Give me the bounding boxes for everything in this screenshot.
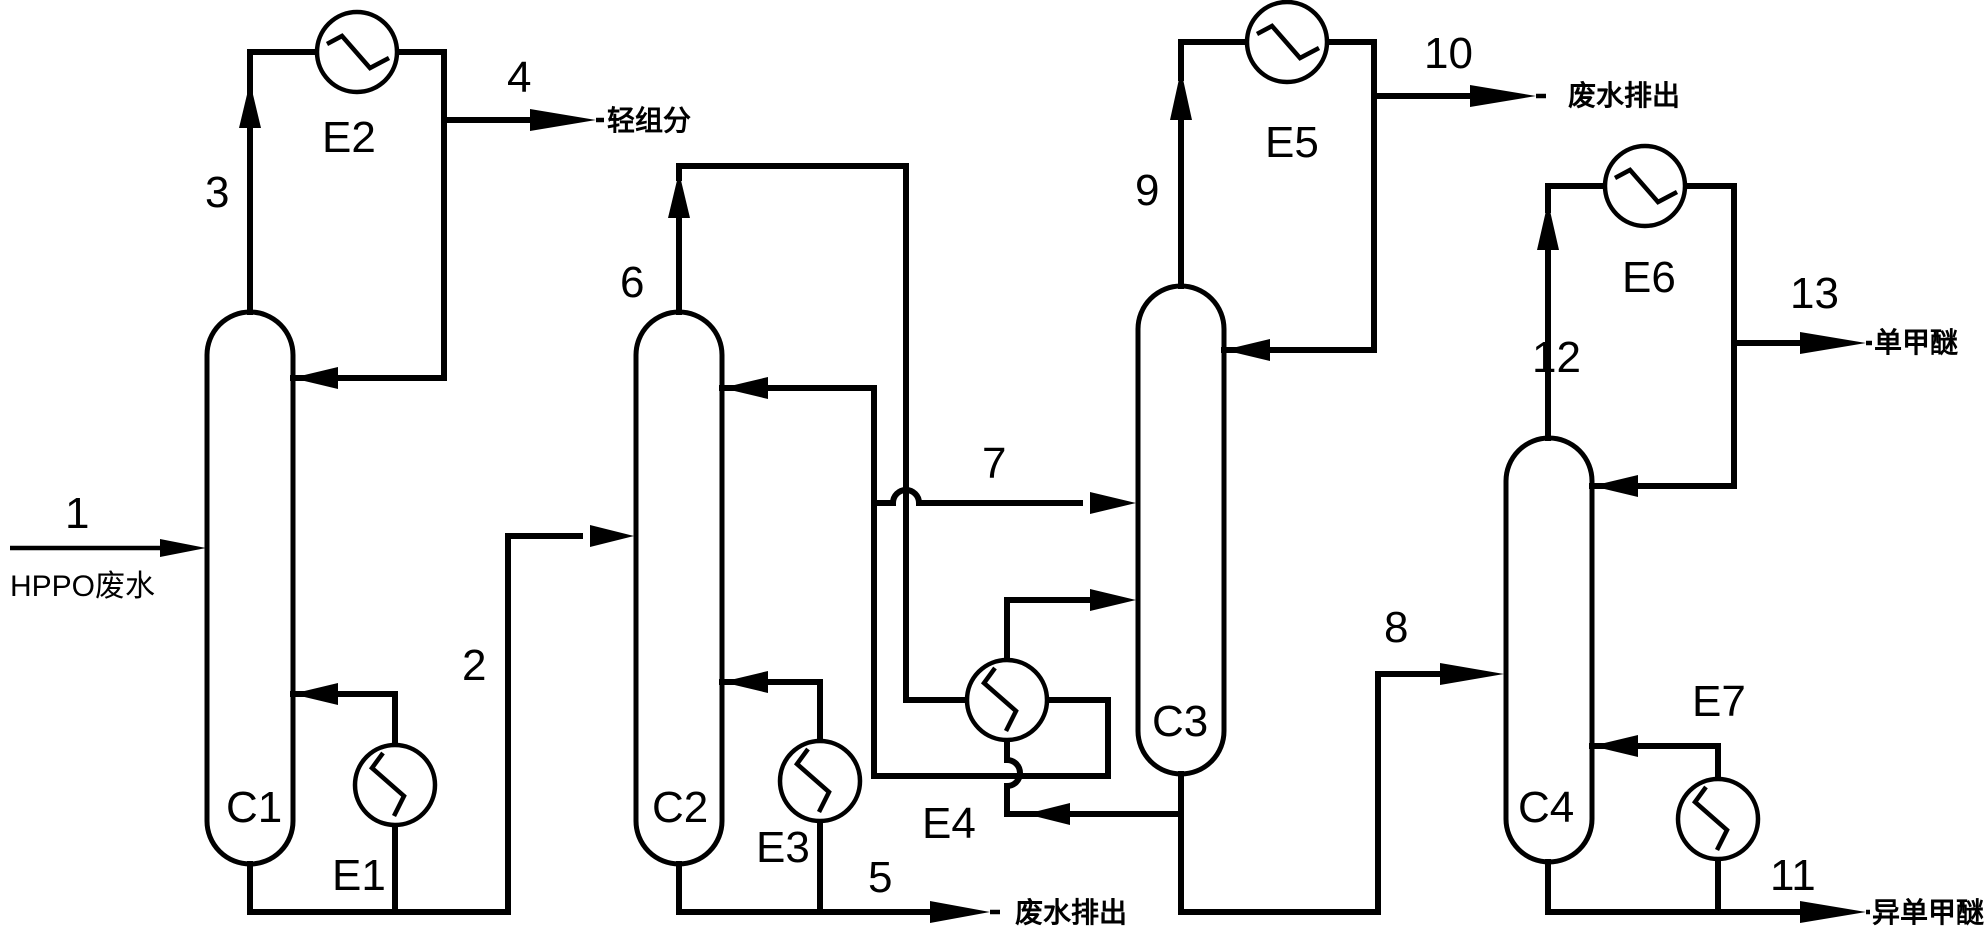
exchanger-e1-label: E1	[332, 851, 386, 900]
exchanger-e1: E1	[290, 683, 438, 915]
stream-3-overhead: 3	[205, 49, 447, 389]
stream-10-number: 10	[1424, 29, 1473, 78]
stream-12-number: 12	[1532, 333, 1581, 382]
stream-6-overhead: 6	[620, 163, 965, 703]
stream-5-wastewater: 5 废水排出	[676, 853, 1127, 929]
stream-8-number: 8	[1384, 603, 1408, 652]
stream-9-overhead: 9	[1135, 39, 1377, 361]
stream-9-number: 9	[1135, 166, 1159, 215]
exchanger-e5-label: E5	[1265, 118, 1319, 167]
column-c1: C1	[204, 309, 296, 867]
column-c3-label: C3	[1152, 697, 1208, 746]
column-c4: C4	[1503, 435, 1595, 865]
column-c3: C3	[1135, 283, 1227, 777]
product-monomethyl-ether: 单甲醚	[1874, 326, 1958, 359]
stream-4-light: 4 轻组分	[441, 53, 691, 137]
stream-7: 7	[719, 377, 1136, 779]
exchanger-e3-label: E3	[756, 823, 810, 872]
stream-4-number: 4	[507, 53, 531, 102]
exchanger-e5: E5	[1244, 0, 1330, 167]
stream-7-number: 7	[982, 439, 1006, 488]
exchanger-e7-label: E7	[1692, 677, 1746, 726]
stream-11-number: 11	[1770, 851, 1816, 900]
exchanger-e7: E7	[1589, 677, 1761, 915]
exchanger-e2: E2	[314, 9, 400, 162]
feed-label: HPPO废水	[10, 570, 155, 603]
stream-12-overhead: 12	[1532, 183, 1737, 497]
stream-3-number: 3	[205, 168, 229, 217]
exchanger-e6: E6	[1602, 143, 1688, 302]
stream-2-number: 2	[462, 641, 486, 690]
stream-13-number: 13	[1790, 269, 1839, 318]
column-c1-label: C1	[226, 783, 282, 832]
exchanger-e3: E3	[719, 671, 863, 915]
exchanger-e2-label: E2	[322, 113, 376, 162]
column-c4-label: C4	[1518, 783, 1574, 832]
exchanger-e4-label: E4	[922, 799, 976, 848]
stream-11-product: 11 异单甲醚	[1545, 851, 1984, 929]
stream-c3-bottoms: 8	[1026, 603, 1504, 915]
stream-2: 2	[247, 525, 634, 915]
column-c2: C2	[633, 309, 725, 867]
product-wastewater-top: 废水排出	[1568, 79, 1680, 112]
stream-5-number: 5	[868, 853, 892, 902]
exchanger-e4: E4	[922, 589, 1136, 848]
stream-10-wastewater: 10 废水排出	[1371, 29, 1680, 112]
exchanger-e6-label: E6	[1622, 253, 1676, 302]
stream-6-number: 6	[620, 258, 644, 307]
product-wastewater-bottom: 废水排出	[1015, 896, 1127, 929]
column-c2-label: C2	[652, 783, 708, 832]
stream-1-number: 1	[65, 489, 89, 538]
stream-1-feed: 1 HPPO废水	[10, 489, 206, 603]
stream-13-product: 13 单甲醚	[1731, 269, 1958, 359]
product-iso-monomethyl-ether: 异单甲醚	[1872, 896, 1984, 929]
product-light-components: 轻组分	[607, 104, 691, 137]
